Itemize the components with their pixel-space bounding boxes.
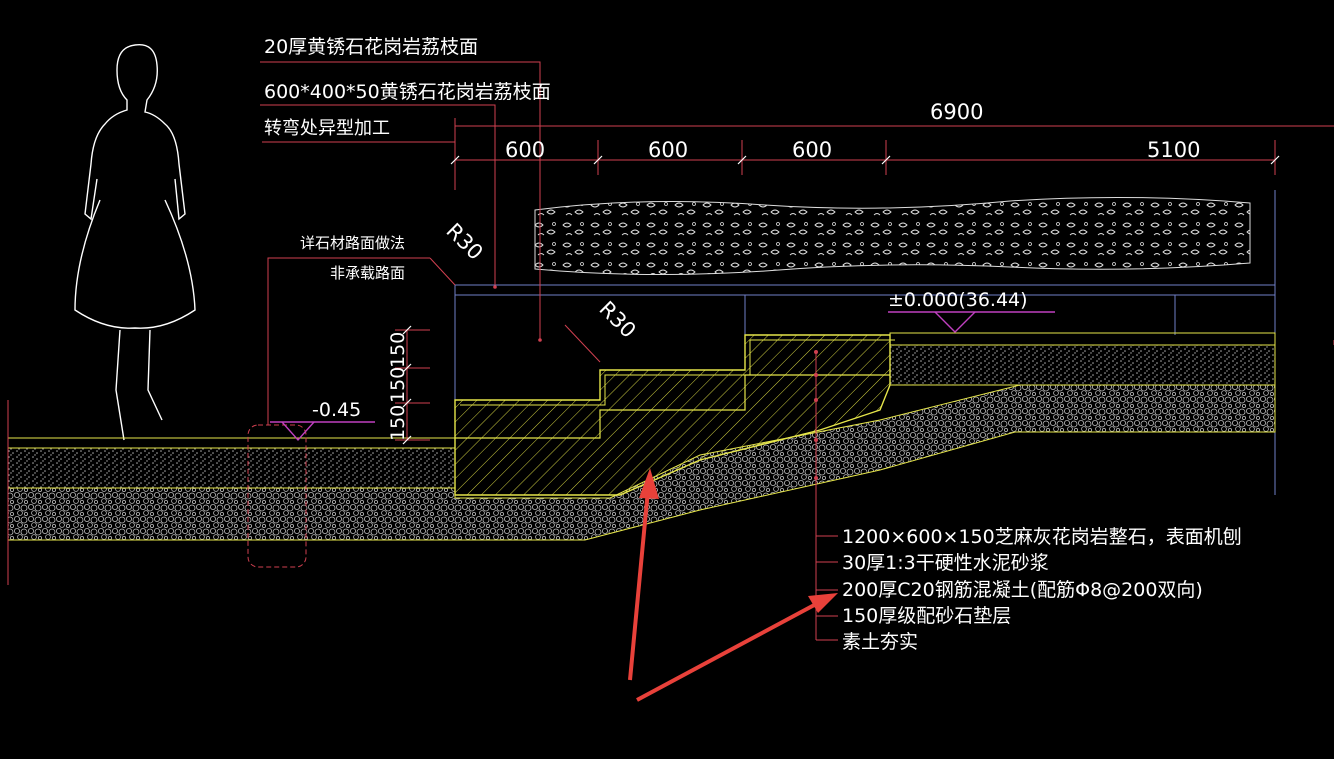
layer-note-2: 30厚1:3干硬性水泥砂浆 — [842, 552, 1049, 574]
leader-points — [493, 285, 818, 480]
dim-riser2: 150 — [387, 367, 409, 403]
top-note-line3: 转弯处异型加工 — [264, 118, 390, 139]
dim-overall: 6900 — [930, 100, 983, 124]
radius-label-2: R30 — [594, 297, 640, 343]
dim-seg2: 600 — [648, 138, 688, 162]
dim-riser3: 150 — [387, 405, 409, 441]
dim-seg4: 5100 — [1147, 138, 1200, 162]
drain-detail — [247, 424, 307, 568]
layer-note-1: 1200×600×150芝麻灰花岗岩整石，表面机刨 — [842, 526, 1242, 548]
radius-label-1: R30 — [441, 219, 487, 265]
dimension-ticks — [402, 155, 1280, 445]
elevation-top: ±0.000(36.44) — [888, 289, 1028, 311]
person-silhouette-icon — [74, 43, 196, 441]
layer-note-5: 素土夯实 — [842, 631, 918, 653]
elevation-bottom: -0.45 — [312, 399, 361, 421]
leader-lines — [260, 61, 838, 641]
side-note-line1: 详石材路面做法 — [300, 234, 405, 252]
side-note-line2: 非承载路面 — [330, 264, 405, 282]
red-arrow-icon — [628, 468, 838, 702]
ground-layers — [7, 332, 1276, 541]
top-note-line1: 20厚黄锈石花岗岩荔枝面 — [264, 36, 478, 58]
elevation-markers — [270, 311, 1055, 442]
layer-note-3: 200厚C20钢筋混凝土(配筋Φ8@200双向) — [842, 579, 1203, 601]
top-note-line2: 600*400*50黄锈石花岗岩荔枝面 — [264, 81, 551, 103]
dimension-lines — [7, 118, 1334, 585]
dim-riser1: 150 — [387, 332, 409, 368]
dim-seg1: 600 — [505, 138, 545, 162]
stone-steps — [454, 334, 895, 496]
planting-area — [534, 196, 1251, 276]
layer-note-4: 150厚级配砂石垫层 — [842, 605, 1011, 627]
dim-seg3: 600 — [792, 138, 832, 162]
